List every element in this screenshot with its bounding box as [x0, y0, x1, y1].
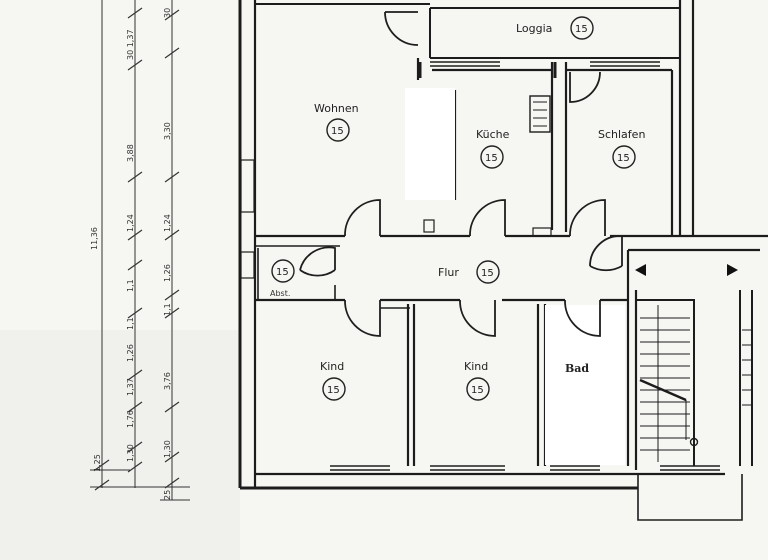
room-kind-2: Kind 15: [464, 360, 490, 401]
dim-r3: 1,24: [163, 214, 172, 232]
dim-l6: 1,1: [126, 279, 135, 292]
room-bad: Bad: [565, 362, 589, 375]
room-kind-1-num: 15: [327, 385, 340, 396]
dim-r8: 25: [163, 490, 172, 500]
room-kueche-num: 15: [485, 153, 498, 164]
dim-l4: 1,26: [126, 344, 135, 362]
room-wohnen-name: Wohnen: [314, 102, 359, 115]
dim-r0: 30: [163, 8, 172, 18]
bath-area: [545, 305, 625, 465]
dim-r1: 30 1,37: [126, 29, 135, 60]
room-flur-num: 15: [481, 268, 494, 279]
dim-r4: 1,26: [163, 264, 172, 282]
dim-l0: 1,25: [93, 454, 102, 472]
room-abst-num: 15: [276, 267, 289, 278]
room-loggia-num: 15: [575, 24, 588, 35]
dim-r7: 1,30: [163, 440, 172, 458]
room-kind-1-name: Kind: [320, 360, 344, 373]
room-loggia: Loggia 15: [516, 16, 594, 40]
room-kind-2-num: 15: [471, 385, 484, 396]
room-loggia-name: Loggia: [516, 22, 552, 35]
dimension-labels: 11,36 1,25 1,30 1,76 1,37 1,26 1,1 1,1 1…: [90, 8, 172, 500]
door-swings: [299, 11, 623, 337]
room-bad-name: Bad: [565, 362, 589, 375]
arrow-left-icon: [635, 264, 646, 276]
room-wohnen-num: 15: [331, 126, 344, 137]
room-kueche-name: Küche: [476, 128, 510, 141]
room-kind-1: Kind 15: [320, 360, 346, 401]
dim-l2: 1,76: [126, 410, 135, 428]
dim-r5: 1,1: [163, 303, 172, 316]
room-schlafen: Schlafen 15: [598, 128, 645, 169]
room-kind-2-name: Kind: [464, 360, 488, 373]
dim-l3: 1,37: [126, 378, 135, 396]
room-abst: 15 Abst.: [270, 259, 295, 298]
room-kueche: Küche 15: [476, 128, 510, 169]
room-flur: Flur 15: [438, 260, 500, 284]
arrow-right-icon: [727, 264, 738, 276]
dim-l8: 3,88: [126, 144, 135, 162]
dim-r6: 3,76: [163, 372, 172, 390]
dimension-chain: [90, 0, 190, 501]
dim-r2: 3,30: [163, 122, 172, 140]
dim-l5: 1,1: [126, 317, 135, 330]
blank-patch: [405, 88, 455, 200]
dim-total: 11,36: [90, 227, 99, 250]
dim-l7: 1,24: [126, 214, 135, 232]
room-schlafen-name: Schlafen: [598, 128, 645, 141]
room-abst-name: Abst.: [270, 289, 290, 298]
dim-l1: 1,30: [126, 444, 135, 462]
room-schlafen-num: 15: [617, 153, 630, 164]
room-wohnen: Wohnen 15: [314, 102, 359, 142]
room-flur-name: Flur: [438, 266, 459, 279]
